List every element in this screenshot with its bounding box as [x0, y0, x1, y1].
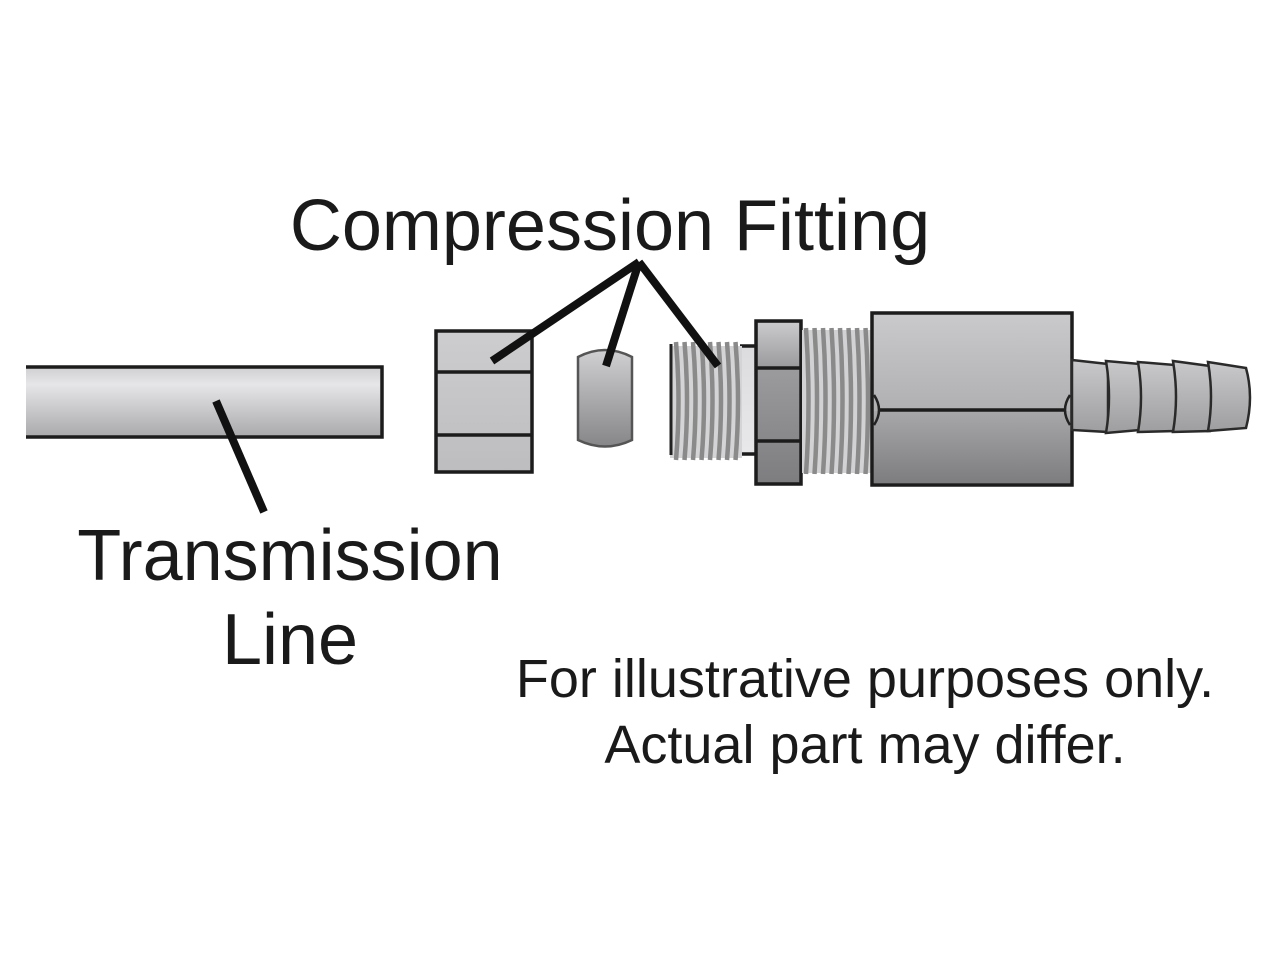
thread-ridge — [863, 327, 871, 475]
transmission-line-tube — [26, 365, 384, 439]
thread-ridge — [846, 327, 854, 475]
thread-ridge — [803, 327, 811, 475]
thread-ridge — [829, 327, 837, 475]
leader-to-compression-nut — [489, 258, 642, 365]
disclaimer-line1: For illustrative purposes only. — [516, 649, 1214, 709]
transmission-line-label-line2: Line — [222, 600, 358, 680]
leader-to-ferrule — [602, 260, 643, 368]
compression-nut — [434, 329, 534, 474]
ferrule — [576, 348, 634, 448]
disclaimer-line2: Actual part may differ. — [604, 715, 1125, 775]
thread-ridge — [682, 341, 690, 461]
thread-ridge — [673, 341, 681, 461]
transmission-line-label-line1: Transmission — [77, 516, 502, 596]
hose-barb — [1070, 358, 1252, 435]
thread-ridges-rear — [803, 327, 871, 475]
threaded-fitting-rear — [802, 327, 872, 475]
thread-ridge — [820, 327, 828, 475]
thread-ridge — [837, 327, 845, 475]
thread-ridge — [854, 327, 862, 475]
leader-lines-compression-fitting — [489, 258, 722, 369]
hex-body — [870, 311, 1074, 487]
thread-ridge — [812, 327, 820, 475]
thread-ridge — [733, 341, 741, 461]
hex-lock-nut — [754, 319, 803, 486]
thread-ridge — [716, 341, 724, 461]
thread-ridge — [690, 341, 698, 461]
thread-ridge — [699, 341, 707, 461]
leader-to-transmission-line — [212, 399, 268, 514]
leader-to-threaded-fitting — [635, 259, 722, 369]
thread-ridge — [724, 341, 732, 461]
compression-fitting-label: Compression Fitting — [290, 186, 930, 266]
